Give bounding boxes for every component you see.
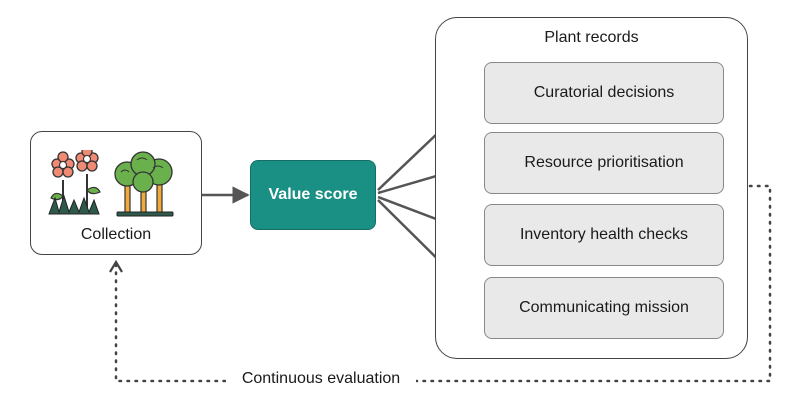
feedback-loop-path bbox=[114, 184, 772, 383]
plant-records-group: Plant records Curatorial decisions Resou… bbox=[435, 17, 748, 359]
plants-illustration-icon bbox=[48, 150, 174, 217]
plant-records-title: Plant records bbox=[544, 29, 639, 46]
collection-node: Collection bbox=[30, 131, 202, 255]
continuous-evaluation-label: Continuous evaluation bbox=[226, 368, 416, 390]
flowers-icon bbox=[48, 150, 101, 215]
communicating-mission-node: Communicating mission bbox=[484, 277, 724, 339]
collection-label: Collection bbox=[80, 226, 152, 243]
value-score-node: Value score bbox=[250, 160, 376, 230]
curatorial-decisions-node: Curatorial decisions bbox=[484, 62, 724, 124]
trees-icon bbox=[114, 151, 174, 217]
inventory-health-checks-node: Inventory health checks bbox=[484, 204, 724, 266]
value-score-label: Value score bbox=[268, 186, 358, 203]
inventory-health-checks-label: Inventory health checks bbox=[519, 226, 689, 243]
communicating-mission-label: Communicating mission bbox=[519, 299, 689, 316]
resource-prioritisation-node: Resource prioritisation bbox=[484, 132, 724, 194]
feedback-arrowhead bbox=[109, 259, 123, 273]
resource-prioritisation-label: Resource prioritisation bbox=[524, 154, 684, 171]
curatorial-decisions-label: Curatorial decisions bbox=[533, 84, 675, 101]
